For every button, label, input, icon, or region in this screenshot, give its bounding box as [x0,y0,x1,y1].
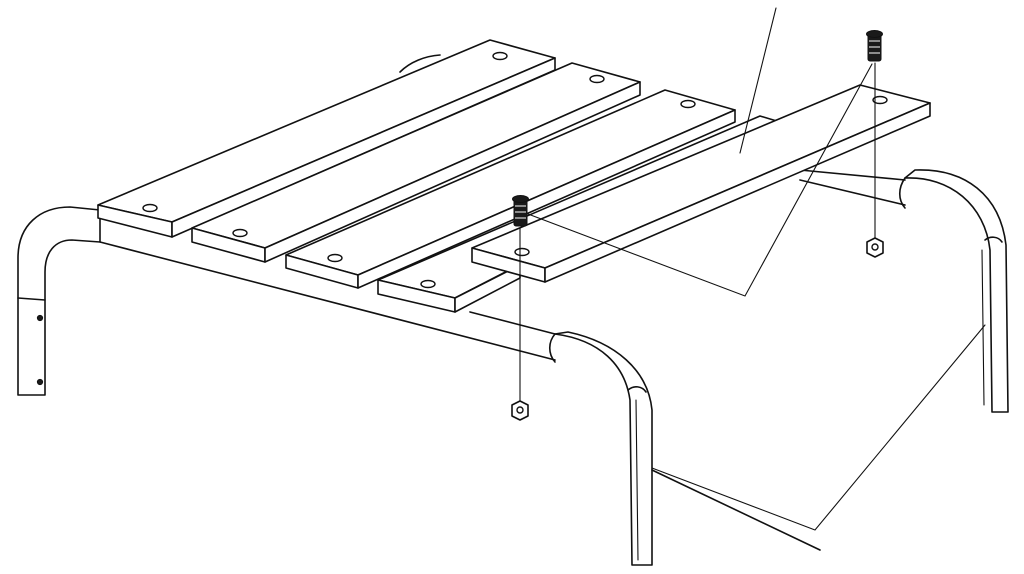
frame-bottom-leader-a [651,469,821,551]
frame-back-right-leg [904,169,1009,413]
slat-1-hole-a [142,203,158,213]
frame-front-right-seam [627,386,647,393]
frame-front-right-leg [554,331,653,566]
slat-3-hole-b [680,99,696,109]
frame-back-hint [399,54,441,73]
fasteners [511,30,884,421]
slats [97,39,931,313]
slat-1-hole-b [492,51,508,61]
frame-front-right-joint [548,333,556,363]
leader-line-slat [739,7,777,154]
frame-back-right-joint [898,177,906,209]
nut-right [866,237,884,258]
frame-front-rail-bottom [99,241,556,361]
frame-front-rail-top2 [469,311,556,335]
bolt-left [512,195,529,227]
frame-front-right-edge [635,399,639,561]
slat-2-hole-b [589,74,605,84]
nut-left [511,400,529,421]
slat-5-hole-a [514,247,530,257]
slat-2-hole-a [232,228,248,238]
leader-line-frame [651,324,986,531]
frame-back-right-seam [984,236,1003,243]
frame-left-joint [17,297,46,301]
frame-left-hole-1 [36,314,44,322]
slat-3 [285,89,736,289]
slat-3-hole-a [327,253,343,263]
slat-5 [471,84,931,283]
leader-line-bolts [527,63,873,297]
leader-lines [527,7,986,531]
tubular-frame [17,54,1009,566]
bolt-right [866,30,883,62]
slat-5-hole-b [872,95,888,105]
frame-left-leg [17,206,101,396]
frame-back-rail-top [799,169,906,181]
slat-2 [191,62,641,263]
slat-4-hole-a [420,279,436,289]
frame-left-hole-2 [36,378,44,386]
frame-back-rail-bottom [799,179,906,206]
